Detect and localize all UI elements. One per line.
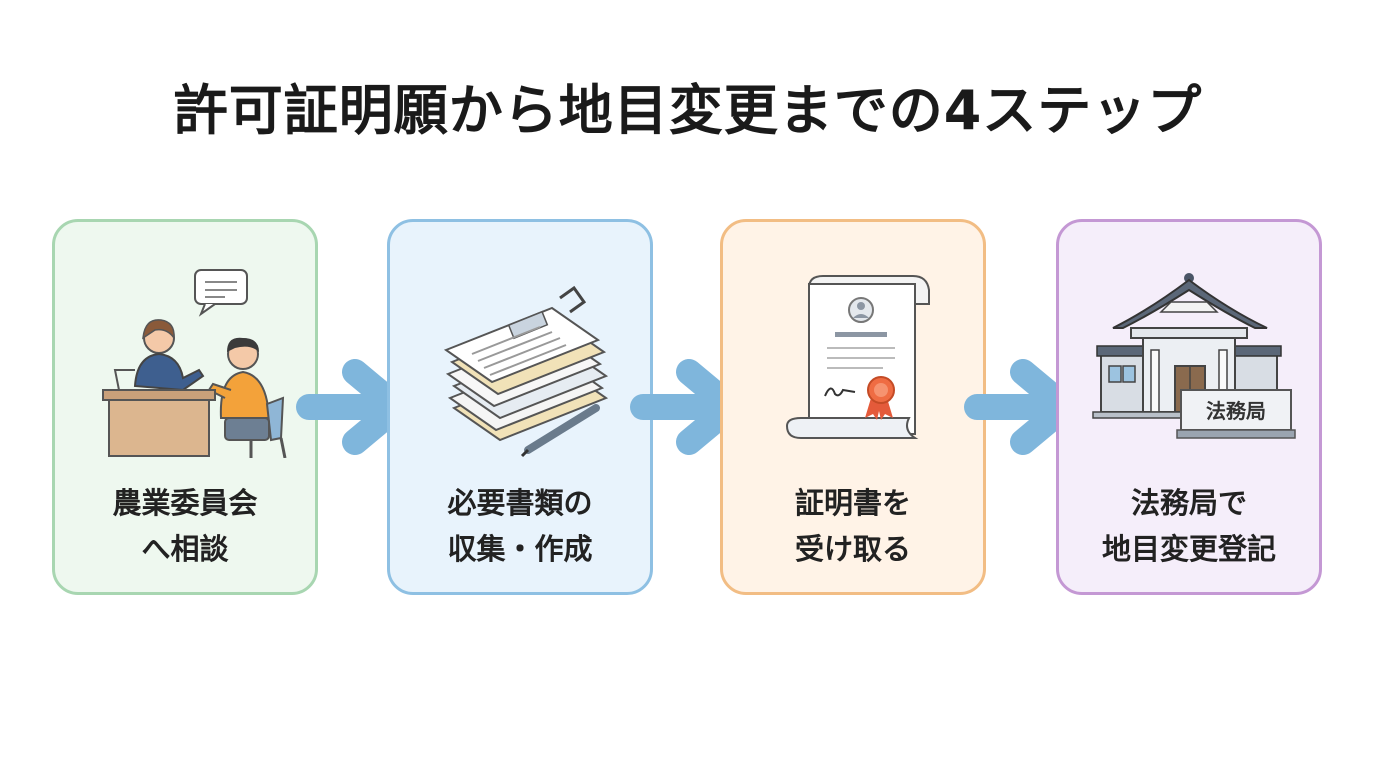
step-card-1: 農業委員会 へ相談 — [52, 219, 318, 595]
step-2-line-1: 必要書類の — [447, 486, 593, 520]
legal-bureau-building-icon: 法務局 — [1092, 273, 1296, 439]
step-4-line-2: 地目変更登記 — [1101, 532, 1276, 566]
consultation-icon — [102, 269, 287, 458]
step-card-3: 証明書を 受け取る — [720, 219, 986, 595]
page-title: 許可証明願から地目変更までの4ステップ — [173, 79, 1203, 142]
building-sign-text: 法務局 — [1206, 399, 1266, 423]
step-card-4: 法務局 法務局で 地目変更登記 — [1056, 219, 1322, 595]
documents-stack-icon — [443, 285, 609, 458]
step-3-line-1: 証明書を — [794, 486, 911, 520]
step-3-line-2: 受け取る — [794, 532, 911, 566]
step-1-line-2: へ相談 — [141, 532, 229, 566]
step-card-2: 必要書類の 収集・作成 — [387, 219, 653, 595]
step-2-line-2: 収集・作成 — [447, 532, 593, 566]
certificate-scroll-icon — [785, 275, 930, 439]
step-4-line-1: 法務局で — [1130, 486, 1247, 520]
step-1-line-1: 農業委員会 — [112, 486, 258, 520]
